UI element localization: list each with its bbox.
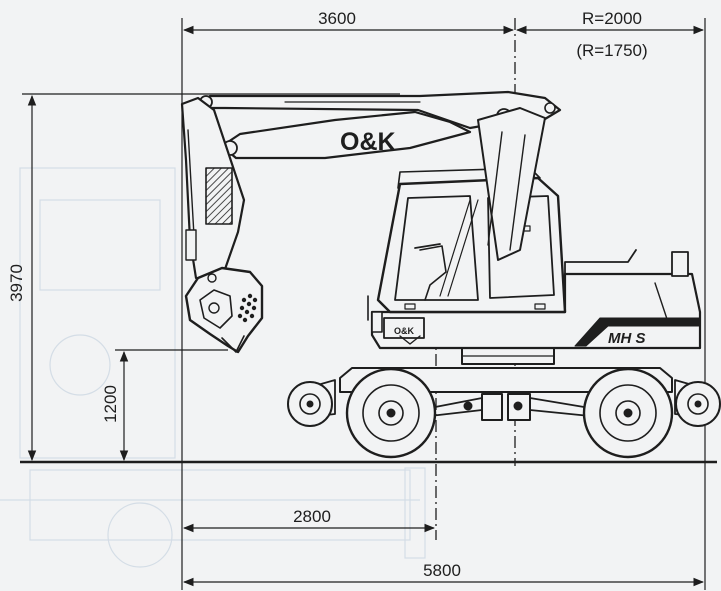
dimension-lines xyxy=(27,25,705,587)
body-stripe xyxy=(574,317,701,347)
dim-label-radius-alt: (R=1750) xyxy=(576,41,647,60)
model-badge: MH S xyxy=(608,330,646,347)
dim-label-radius: R=2000 xyxy=(582,9,642,28)
dim-label-bucket-height: 1200 xyxy=(101,385,120,423)
boom: O&K xyxy=(194,90,562,261)
ghost-background-drawing xyxy=(0,167,426,568)
rail-wheel-left xyxy=(287,381,333,427)
front-wheel xyxy=(582,367,674,459)
stick xyxy=(180,96,246,282)
dim-label-total-height: 3970 xyxy=(7,264,26,302)
boom-logo: O&K xyxy=(340,128,396,156)
dim-label-width-reach: 3600 xyxy=(318,9,356,28)
dim-label-wheel-reach: 2800 xyxy=(293,507,331,526)
cab-window-front xyxy=(394,195,479,301)
bucket-holes xyxy=(237,293,258,323)
rail-wheel-right xyxy=(675,381,721,427)
dim-label-overall-length: 5800 xyxy=(423,561,461,580)
bucket xyxy=(184,266,264,354)
excavator: MH S O&K O&K xyxy=(180,90,721,459)
rear-wheel xyxy=(345,367,437,459)
cab-logo: O&K xyxy=(394,326,415,336)
hatched-panel xyxy=(205,167,233,225)
